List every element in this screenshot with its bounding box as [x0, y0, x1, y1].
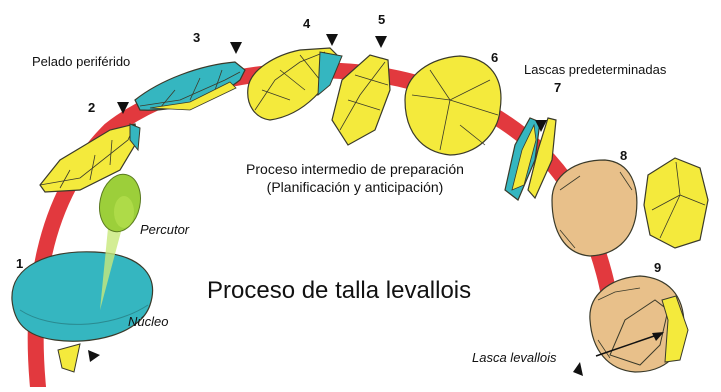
- stone-step-6: [405, 56, 501, 155]
- step-3-number: 3: [193, 30, 200, 45]
- step-5-number: 5: [378, 12, 385, 27]
- arrowhead-9: [573, 362, 583, 376]
- stone-step-4: [248, 48, 342, 120]
- label-percussor: Percutor: [140, 222, 189, 237]
- diagram-title: Proceso de talla levallois: [207, 277, 471, 305]
- label-peripheral-stripping: Pelado periférido: [32, 54, 130, 69]
- label-intermediate-line1: Proceso intermedio de preparación: [205, 160, 505, 178]
- label-intermediate-line2: (Planificación y anticipación): [205, 178, 505, 196]
- small-flake: [58, 344, 80, 372]
- label-core: Núcleo: [128, 314, 168, 329]
- step-8-number: 8: [620, 148, 627, 163]
- label-predetermined-flakes: Lascas predeterminadas: [524, 62, 666, 77]
- arrowhead-3: [230, 42, 242, 54]
- stone-step-9: [590, 276, 688, 372]
- step-1-number: 1: [16, 256, 23, 271]
- stone-step-3: [135, 62, 245, 110]
- label-levallois-flake: Lasca levallois: [472, 350, 557, 365]
- label-intermediate-process: Proceso intermedio de preparación (Plani…: [205, 160, 505, 196]
- arrowhead-5: [375, 36, 387, 48]
- arrowhead-4: [326, 34, 338, 46]
- step-4-number: 4: [303, 16, 310, 31]
- step-2-number: 2: [88, 100, 95, 115]
- step-7-number: 7: [554, 80, 561, 95]
- step-9-number: 9: [654, 260, 661, 275]
- stone-step-8: [552, 158, 708, 256]
- step-6-number: 6: [491, 50, 498, 65]
- arrowhead-core: [88, 350, 100, 362]
- percussor-stone: [94, 170, 145, 235]
